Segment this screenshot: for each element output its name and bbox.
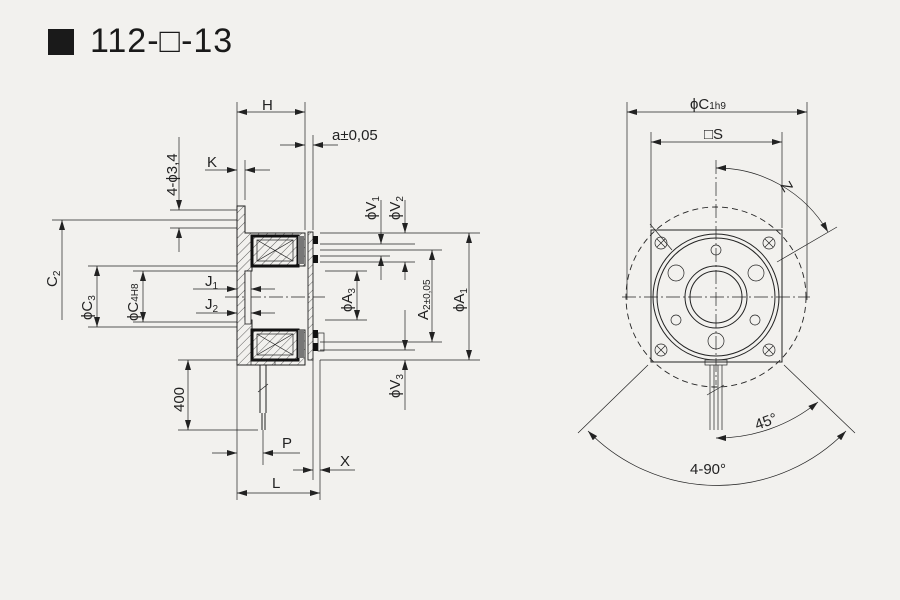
label-S: □S bbox=[704, 126, 723, 143]
label-C2: C2 bbox=[44, 270, 63, 287]
coil-top bbox=[250, 234, 304, 268]
model-number: 112-□-13 bbox=[90, 22, 234, 60]
label-A2: A2±0,05 bbox=[415, 279, 433, 320]
label-C1: ϕC1h9 bbox=[690, 96, 726, 113]
label-Z: Z bbox=[777, 179, 796, 195]
label-V2: ϕV2 bbox=[387, 196, 406, 220]
label-J2: J2 bbox=[205, 296, 219, 315]
bolt-holes bbox=[649, 223, 765, 350]
label-C3: ϕC3 bbox=[79, 295, 98, 320]
label-L: L bbox=[272, 475, 280, 492]
label-angle-45: 45° bbox=[753, 410, 780, 434]
label-lead-length: 400 bbox=[171, 387, 188, 412]
label-holes: 4-ϕ3,4 bbox=[164, 153, 181, 196]
label-J1: J1 bbox=[205, 273, 219, 292]
front-view: ϕC1h9 □S Z 45° 4-90° bbox=[577, 96, 856, 486]
label-A3: ϕA3 bbox=[339, 288, 358, 312]
page-title: 112-□-13 bbox=[48, 22, 233, 61]
label-P: P bbox=[282, 435, 292, 452]
label-V1: ϕV1 bbox=[363, 196, 382, 220]
label-V3: ϕV3 bbox=[387, 374, 406, 398]
side-view: H a±0,05 K 4-ϕ3,4 C2 ϕC3 ϕC4H8 J1 J2 400… bbox=[44, 97, 480, 500]
label-K: K bbox=[207, 154, 217, 171]
label-a: a±0,05 bbox=[332, 127, 378, 144]
bullet-square-icon bbox=[48, 28, 74, 55]
label-angle-4-90: 4-90° bbox=[690, 461, 726, 478]
label-A1: ϕA1 bbox=[451, 288, 470, 312]
label-H: H bbox=[262, 97, 273, 114]
label-X: X bbox=[340, 453, 350, 470]
label-C4: ϕC4H8 bbox=[125, 283, 142, 321]
